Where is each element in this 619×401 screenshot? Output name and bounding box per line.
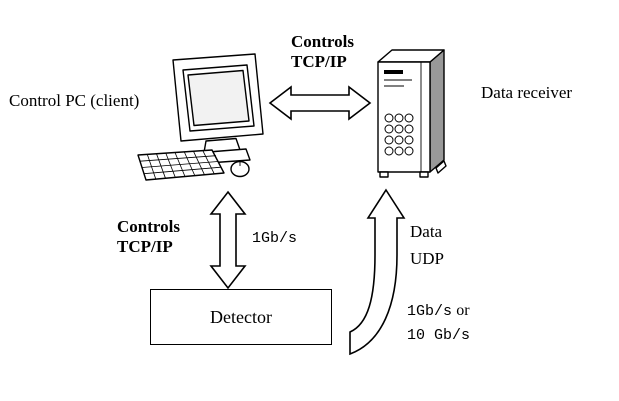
detector-receiver-speed-suffix: or (456, 302, 470, 319)
detector-receiver-protocol-line2: UDP (410, 249, 445, 268)
control-pc-label: Control PC (client) (9, 91, 140, 110)
data-receiver-icon (377, 49, 447, 178)
data-receiver-label: Data receiver (481, 83, 573, 102)
pc-detector-protocol-line2: TCP/IP (117, 237, 173, 256)
detector-box: Detector (150, 289, 332, 345)
pc-detector-speed-label: 1Gb/s (252, 230, 298, 247)
pc-receiver-protocol-line2: TCP/IP (291, 52, 347, 71)
detector-receiver-protocol-label: Data UDP (410, 218, 444, 272)
pc-detector-protocol-line1: Controls (117, 217, 180, 236)
detector-label: Detector (210, 306, 272, 327)
pc-receiver-arrow (268, 85, 372, 121)
pc-detector-arrow (209, 190, 247, 290)
detector-receiver-speed-value1: 1Gb/s (407, 303, 453, 320)
detector-receiver-speed-line1: 1Gb/s or (407, 300, 470, 322)
pc-receiver-protocol-label: Controls TCP/IP (291, 32, 354, 72)
control-pc-icon (137, 53, 264, 181)
pc-receiver-protocol-line1: Controls (291, 32, 354, 51)
detector-receiver-arrow (349, 188, 406, 356)
detector-receiver-speed-line2: 10 Gb/s (407, 327, 471, 344)
detector-receiver-protocol-line1: Data (410, 222, 443, 241)
pc-detector-protocol-label: Controls TCP/IP (117, 217, 180, 257)
